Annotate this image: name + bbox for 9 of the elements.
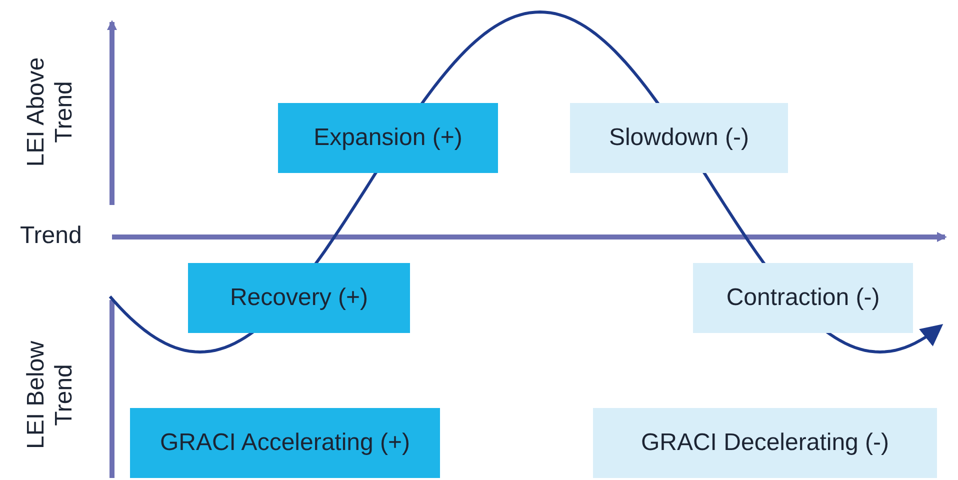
phase-box: Slowdown (-) (570, 103, 788, 173)
axis-label: LEI Above Trend (22, 56, 78, 169)
phase-box: Contraction (-) (693, 263, 913, 333)
phase-box: GRACI Decelerating (-) (593, 408, 937, 478)
axis-label: Trend (20, 222, 82, 250)
phase-box: Recovery (+) (188, 263, 410, 333)
phase-box: Expansion (+) (278, 103, 498, 173)
phase-box: GRACI Accelerating (+) (130, 408, 440, 478)
axis-label: LEI Below Trend (22, 340, 78, 452)
